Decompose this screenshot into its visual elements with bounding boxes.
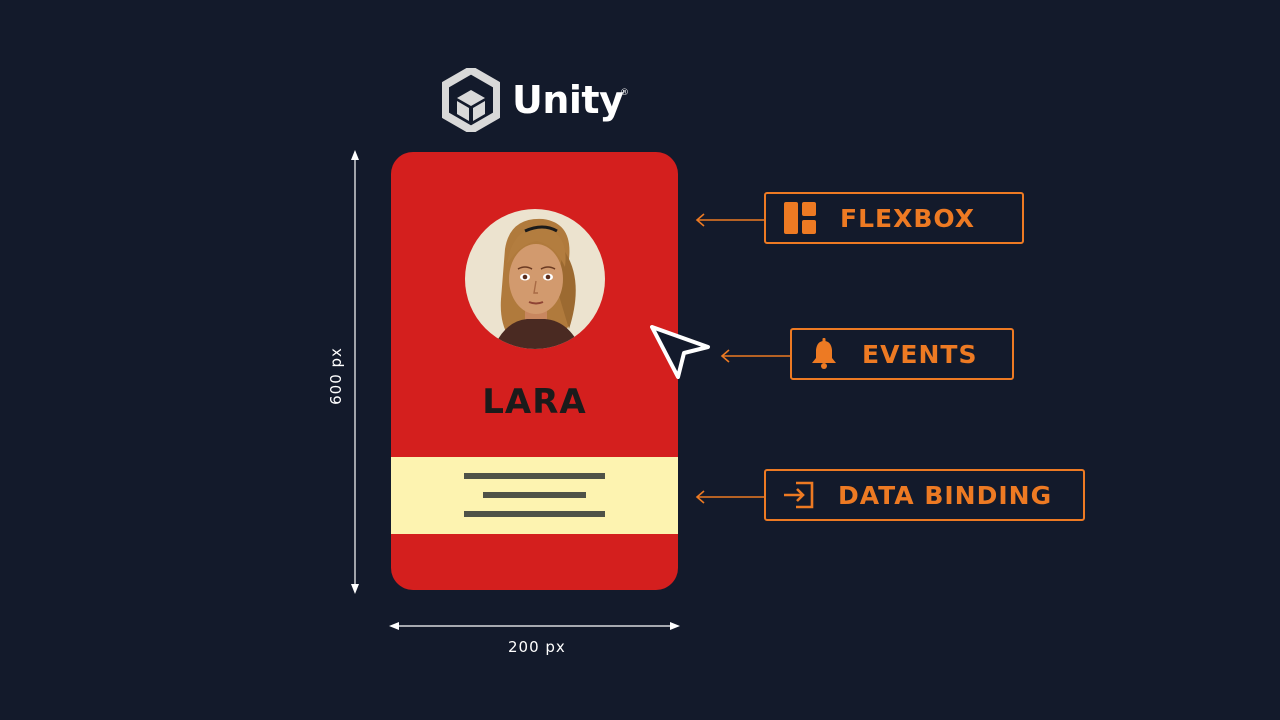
character-card: LARA <box>391 152 678 590</box>
bell-icon <box>808 338 840 370</box>
info-panel <box>391 457 678 534</box>
unity-cube-icon <box>442 68 500 132</box>
layout-grid-icon <box>782 200 818 236</box>
info-line <box>464 511 605 517</box>
avatar-portrait <box>493 218 581 349</box>
cursor-arrow-icon <box>650 325 710 379</box>
tag-label: FLEXBOX <box>840 203 976 233</box>
sign-in-icon <box>782 479 816 511</box>
info-line <box>464 473 605 479</box>
registered-mark: ® <box>620 88 629 98</box>
tag-flexbox: FLEXBOX <box>764 192 1024 244</box>
tag-label: EVENTS <box>862 339 978 369</box>
avatar <box>465 209 605 349</box>
character-name: LARA <box>482 382 587 422</box>
info-line <box>483 492 586 498</box>
unity-logo: Unity ® <box>442 68 629 132</box>
width-dimension-label: 200 px <box>508 638 566 656</box>
tag-data-binding: DATA BINDING <box>764 469 1085 521</box>
tag-events: EVENTS <box>790 328 1014 380</box>
brand-name: Unity <box>512 78 624 122</box>
tag-label: DATA BINDING <box>838 480 1053 510</box>
